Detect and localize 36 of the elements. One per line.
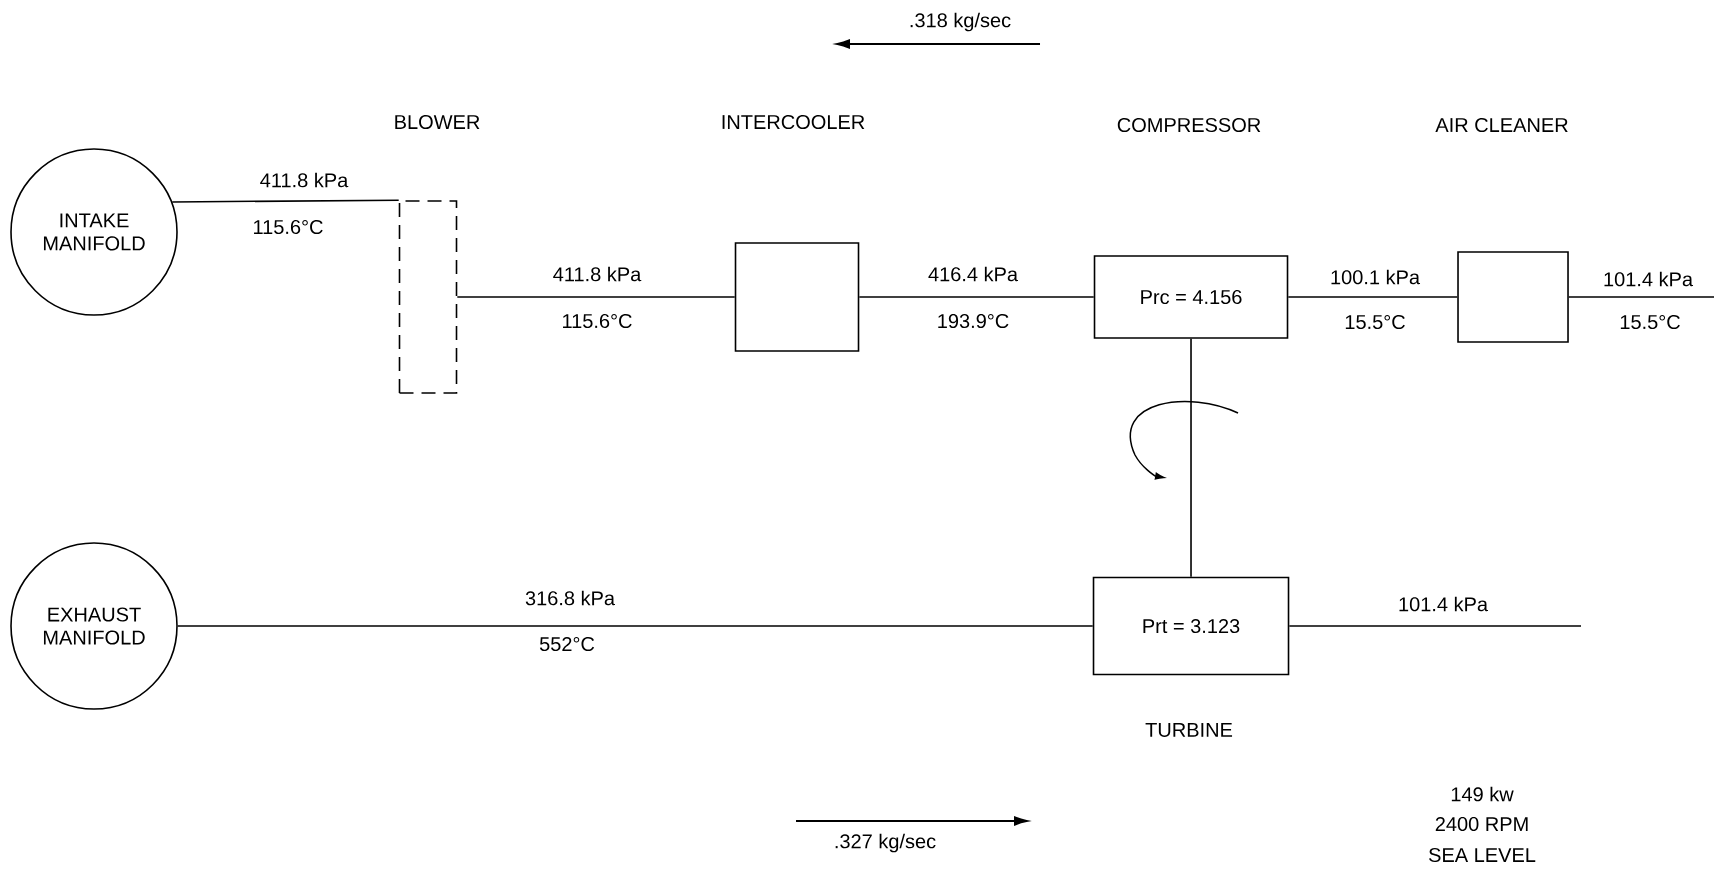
edge-label: 101.4 kPa xyxy=(1397,595,1490,613)
edge-label: 411.8 kPa xyxy=(258,171,350,189)
pipe-line xyxy=(177,625,1094,627)
component-box: Prt = 3.123 xyxy=(1092,576,1290,676)
value-label: 115.6°C xyxy=(254,219,323,235)
pipe-line xyxy=(456,296,736,298)
pipe-line xyxy=(1568,296,1715,298)
value-label: 193.9°C xyxy=(938,313,1009,329)
value-label: 2400 RPM xyxy=(1435,816,1528,832)
pipe-line xyxy=(1190,338,1192,578)
pipe-line xyxy=(1288,625,1582,627)
value-label: AIR CLEANER xyxy=(1435,117,1568,133)
value-label: .318 kg/sec xyxy=(910,12,1011,32)
pipe-line xyxy=(858,296,1095,298)
edge-label: 100.1 kPa xyxy=(1329,268,1422,286)
value-label: 115.6°C xyxy=(563,313,632,329)
dashed-box xyxy=(398,200,458,394)
edge-label: 416.4 kPa xyxy=(927,265,1020,283)
component-box xyxy=(734,242,860,352)
edge-label: 316.8 kPa xyxy=(523,589,617,607)
component-box xyxy=(1457,251,1569,343)
component-box: Prc = 4.156 xyxy=(1093,255,1289,339)
value-label: BLOWER xyxy=(395,114,480,130)
edge-label: 101.4 kPa xyxy=(1602,270,1695,288)
value-label: 15.5°C xyxy=(1620,314,1680,330)
pipe-line xyxy=(1287,296,1458,298)
value-label: INTERCOOLER xyxy=(722,114,865,130)
value-label: SEA LEVEL xyxy=(1429,847,1536,863)
value-label: .327 kg/sec xyxy=(835,833,936,853)
edge-label: 411.8 kPa xyxy=(551,265,643,283)
value-label: 149 kw xyxy=(1451,786,1514,802)
value-label: 15.5°C xyxy=(1345,314,1405,330)
value-label: 552°C xyxy=(539,636,595,652)
pipe-line xyxy=(171,199,400,203)
value-label: COMPRESSOR xyxy=(1117,117,1261,133)
value-label: TURBINE xyxy=(1145,723,1233,737)
